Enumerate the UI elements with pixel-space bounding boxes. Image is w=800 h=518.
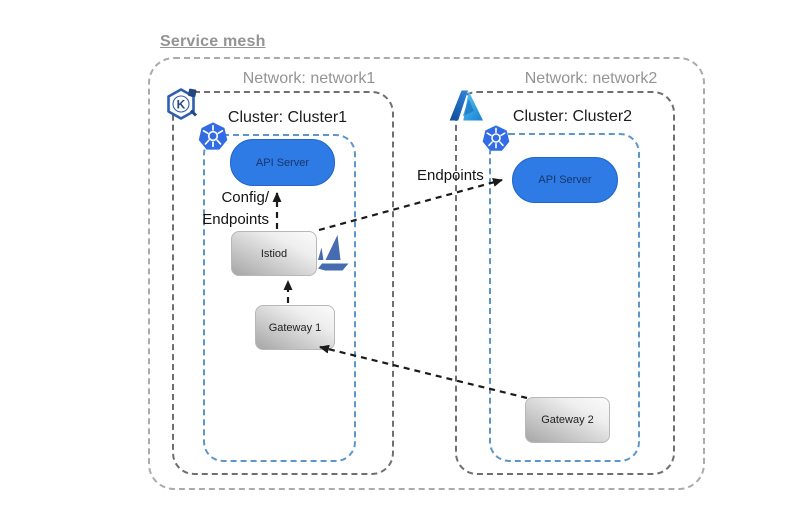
network1-label: Network: network1 bbox=[242, 70, 376, 87]
network2-boundary: Network: network2 Cluster: Cluster2 bbox=[455, 70, 675, 475]
config-label-line1: Config/ bbox=[221, 189, 269, 206]
cluster1-api-server-node: API Server bbox=[230, 139, 335, 186]
network2-label: Network: network2 bbox=[524, 70, 658, 87]
gateway2-node: Gateway 2 bbox=[525, 397, 610, 443]
istio-sail-icon bbox=[317, 235, 349, 273]
istiod-node: Istiod bbox=[231, 231, 317, 276]
cluster1-label: Cluster: Cluster1 bbox=[227, 109, 348, 126]
gateway1-node: Gateway 1 bbox=[255, 305, 335, 350]
service-mesh-title: Service mesh bbox=[160, 33, 266, 50]
kubernetes-icon bbox=[198, 121, 228, 151]
config-label-line2: Endpoints bbox=[202, 211, 269, 228]
svg-text:K: K bbox=[177, 98, 186, 112]
cluster2-api-server-node: API Server bbox=[512, 157, 618, 203]
service-mesh-boundary bbox=[148, 57, 705, 490]
cluster1-boundary: Cluster: Cluster1 bbox=[203, 109, 356, 462]
endpoints-arrow-label: Endpoints bbox=[417, 167, 484, 184]
kubernetes-engine-hexagon-k-icon: K bbox=[164, 87, 198, 121]
config-endpoints-arrow-label: Config/ Endpoints bbox=[191, 187, 269, 231]
azure-icon bbox=[449, 89, 483, 122]
network1-boundary: Network: network1 Cluster: Cluster1 bbox=[172, 70, 394, 475]
cluster2-label: Cluster: Cluster2 bbox=[512, 108, 633, 125]
kubernetes-icon bbox=[482, 124, 510, 152]
cluster2-boundary: Cluster: Cluster2 bbox=[489, 108, 640, 462]
